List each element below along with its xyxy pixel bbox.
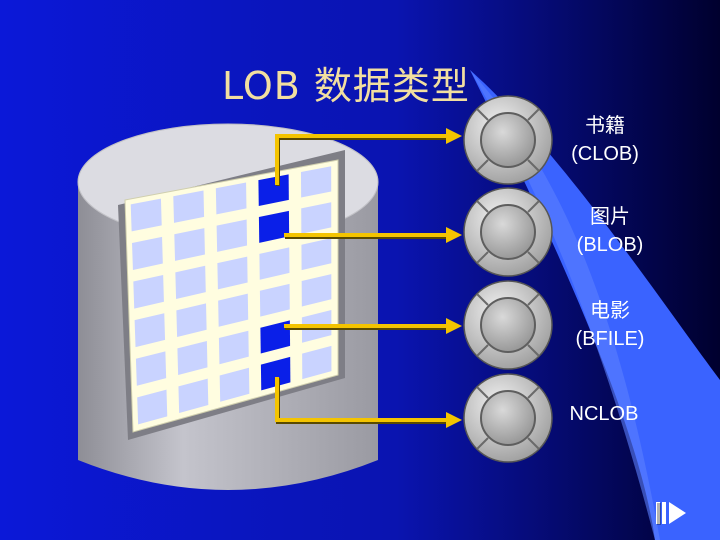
- disc-button-icon[interactable]: [464, 281, 552, 369]
- label-bfile-en: (BFILE): [558, 325, 662, 353]
- disc-button-icon[interactable]: [464, 96, 552, 184]
- disc-button-icon[interactable]: [464, 188, 552, 276]
- label-bfile-zh: 电影: [558, 297, 662, 325]
- label-blob-zh: 图片: [560, 203, 660, 231]
- label-nclob-en: NCLOB: [552, 400, 656, 428]
- label-nclob: NCLOB: [552, 400, 656, 428]
- label-clob-en: (CLOB): [555, 140, 655, 168]
- slide-title: LOB 数据类型: [222, 55, 470, 110]
- label-clob-zh: 书籍: [555, 112, 655, 140]
- label-clob: 书籍 (CLOB): [555, 112, 655, 168]
- label-bfile: 电影 (BFILE): [558, 297, 662, 353]
- label-blob: 图片 (BLOB): [560, 203, 660, 259]
- label-blob-en: (BLOB): [560, 231, 660, 259]
- disc-button-icon[interactable]: [464, 374, 552, 462]
